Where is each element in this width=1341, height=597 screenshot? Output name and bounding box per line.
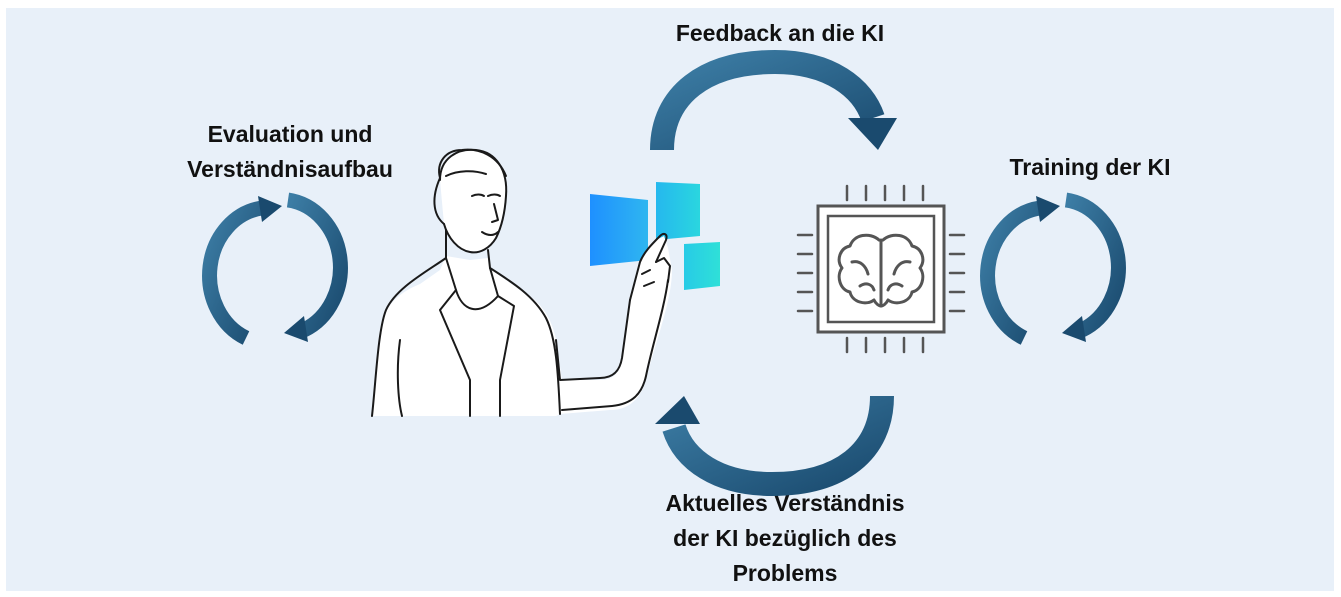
label-feedback-text: Feedback an die KI: [675, 20, 885, 46]
ai-brain-chip-icon: [796, 184, 966, 354]
right-cycle-icon: [980, 192, 1126, 345]
bottom-arc-arrow: [655, 395, 894, 497]
label-evaluation-line-1: Evaluation und: [207, 121, 373, 147]
label-understanding-line-2: der KI bezüglich des: [673, 525, 897, 551]
top-arc-arrow: [650, 49, 897, 151]
floating-screen-panels-icon: [590, 182, 720, 290]
woman-touching-screen-illustration: [371, 148, 672, 417]
label-training-ai: Training der KI: [960, 150, 1220, 185]
left-cycle-icon: [202, 192, 348, 345]
label-evaluation-line-2: Verständnisaufbau: [187, 156, 393, 182]
label-training-text: Training der KI: [1009, 154, 1171, 180]
label-evaluation: Evaluation und Verständnisaufbau: [130, 117, 450, 187]
label-understanding-line-3: Problems: [732, 560, 838, 586]
label-feedback-to-ai: Feedback an die KI: [560, 16, 1000, 51]
